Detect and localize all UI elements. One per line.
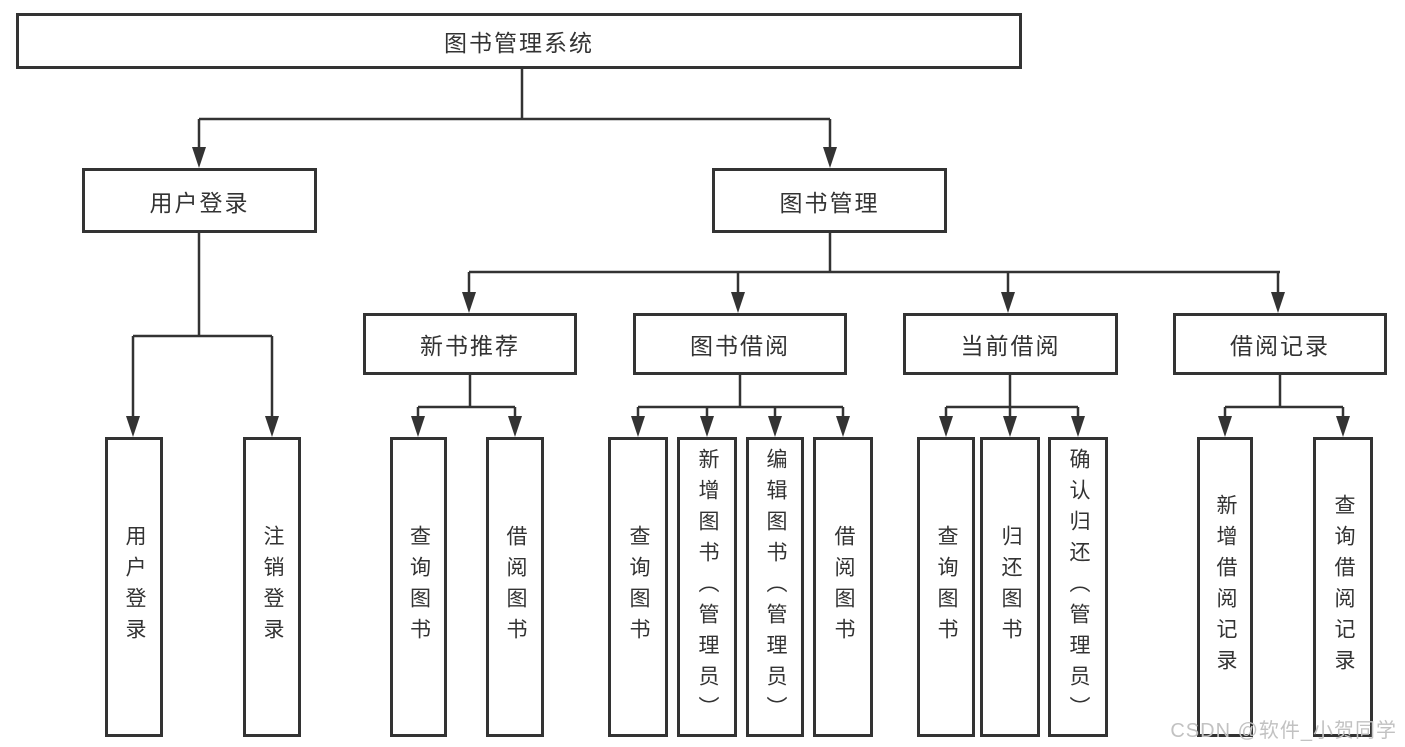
leaf-current-confirm-return-admin: 确认归还（管理员）: [1048, 437, 1108, 737]
leaf-logout: 注销登录: [243, 437, 301, 737]
leaf-label: 注销登录: [261, 525, 284, 649]
node-label: 图书借阅: [690, 333, 790, 359]
connector-borrow-records-subtree: [1223, 375, 1345, 420]
node-book-management: 图书管理: [712, 168, 947, 233]
node-label: 用户登录: [149, 189, 250, 216]
leaf-borrowing-edit-books-admin: 编辑图书（管理员）: [746, 437, 804, 737]
leaf-current-query-books: 查询图书: [917, 437, 975, 737]
node-label: 新书推荐: [420, 333, 520, 359]
node-user-login: 用户登录: [82, 168, 317, 233]
connector-book-borrow-subtree: [636, 375, 845, 420]
node-label: 借阅记录: [1230, 333, 1330, 359]
connector-new-book-subtree: [416, 375, 517, 420]
node-label: 图书管理系统: [444, 30, 594, 56]
leaf-label: 查询借阅记录: [1332, 494, 1355, 680]
node-label: 图书管理: [779, 189, 880, 216]
leaf-label: 借阅图书: [504, 525, 527, 649]
leaf-label: 查询图书: [935, 525, 958, 649]
leaf-label: 借阅图书: [832, 525, 855, 649]
node-current-borrowing: 当前借阅: [903, 313, 1118, 375]
node-new-book-recommendation: 新书推荐: [363, 313, 577, 375]
leaf-records-query-borrow-record: 查询借阅记录: [1313, 437, 1373, 737]
leaf-label: 新增借阅记录: [1214, 494, 1237, 680]
leaf-borrowing-query-books: 查询图书: [608, 437, 668, 737]
leaf-label: 查询图书: [627, 525, 650, 649]
leaf-user-login: 用户登录: [105, 437, 163, 737]
leaf-label: 用户登录: [123, 525, 146, 649]
leaf-records-add-borrow-record: 新增借阅记录: [1197, 437, 1253, 737]
connector-book-management-subtree: [467, 233, 1280, 295]
connector-user-login-subtree: [131, 233, 274, 420]
leaf-label: 编辑图书（管理员）: [764, 447, 787, 727]
leaf-newbook-query-books: 查询图书: [390, 437, 447, 737]
leaf-borrowing-borrow-books: 借阅图书: [813, 437, 873, 737]
connector-current-borrow-subtree: [944, 375, 1080, 420]
node-label: 当前借阅: [960, 333, 1061, 359]
leaf-label: 查询图书: [407, 525, 431, 649]
leaf-newbook-borrow-books: 借阅图书: [486, 437, 544, 737]
leaf-borrowing-add-books-admin: 新增图书（管理员）: [677, 437, 737, 737]
connector-root-to-level2: [197, 69, 832, 150]
leaf-label: 确认归还（管理员）: [1067, 447, 1090, 727]
node-book-borrowing: 图书借阅: [633, 313, 847, 375]
leaf-label: 归还图书: [999, 525, 1022, 649]
leaf-current-return-books: 归还图书: [980, 437, 1040, 737]
node-borrowing-records: 借阅记录: [1173, 313, 1387, 375]
node-library-management-system: 图书管理系统: [16, 13, 1022, 69]
csdn-watermark: CSDN @软件_小贺同学: [1170, 720, 1397, 742]
leaf-label: 新增图书（管理员）: [696, 447, 719, 727]
